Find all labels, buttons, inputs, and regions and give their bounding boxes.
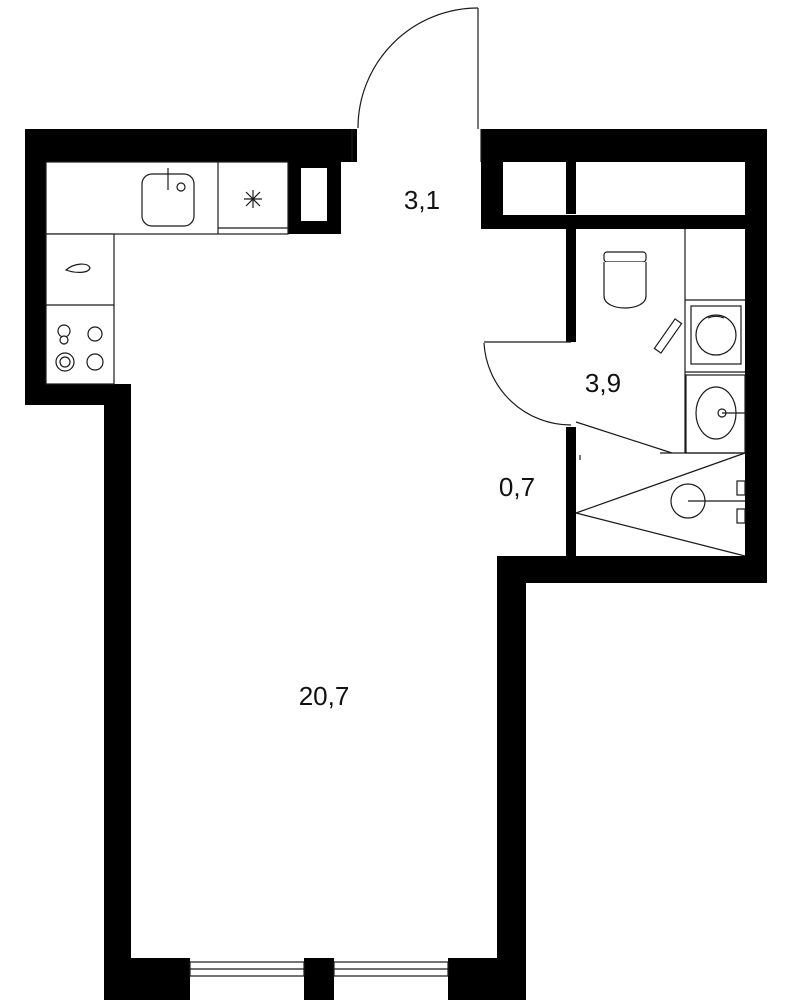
shower — [575, 452, 746, 557]
fridge-icon — [244, 190, 262, 208]
walls — [25, 129, 767, 1000]
drop-icon — [64, 263, 91, 273]
bathroom — [483, 229, 746, 454]
toilet-icon — [603, 251, 647, 309]
room-area-bathroom: 3,9 — [584, 368, 622, 398]
bathroom-door[interactable] — [483, 341, 572, 426]
door-swing-icon — [357, 7, 479, 129]
shafts — [301, 168, 740, 221]
kitchen-sink-icon — [141, 168, 195, 227]
window-icon — [189, 961, 449, 977]
washing-machine-icon — [690, 305, 742, 365]
room-area-hall: 3,1 — [403, 185, 441, 215]
door-swing-icon — [483, 342, 572, 426]
washbasin-icon — [685, 374, 746, 454]
room-area-closet: 0,7 — [498, 472, 536, 502]
kitchen-counter — [45, 161, 289, 385]
hob-icon — [55, 324, 104, 372]
shower-icon — [670, 480, 746, 524]
door-leaf — [653, 318, 683, 354]
entrance-door[interactable] — [351, 7, 482, 162]
room-area-living: 20,7 — [298, 681, 350, 711]
